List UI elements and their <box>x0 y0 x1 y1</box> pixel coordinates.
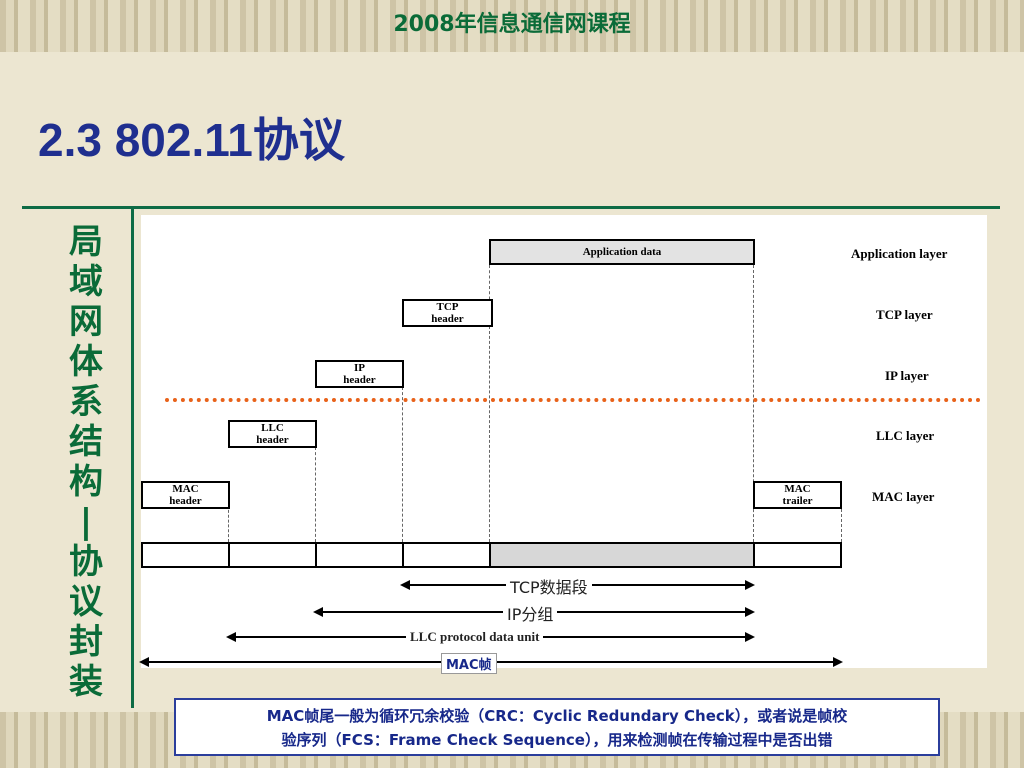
layer-label-tcp: TCP layer <box>876 307 933 322</box>
layer-label-mac: MAC layer <box>872 489 935 504</box>
tcp-segment-arrow: TCP数据段 <box>400 574 755 598</box>
guide-line <box>489 265 490 310</box>
mac-trailer-line2: trailer <box>782 495 813 507</box>
guide-line <box>228 505 229 542</box>
guide-line <box>841 509 842 542</box>
side-title-char: 装 <box>69 662 103 702</box>
ip-packet-label: IP分组 <box>503 601 558 625</box>
layer-label-llc: LLC layer <box>876 428 935 443</box>
encapsulation-diagram: Application data TCP header IP header LL… <box>139 215 987 674</box>
llc-header-line1: LLC <box>261 422 284 434</box>
tcp-segment-label: TCP数据段 <box>506 574 592 598</box>
guide-line <box>402 387 403 542</box>
frame-segment-ip-header <box>315 542 404 568</box>
llc-pdu-arrow: LLC protocol data unit <box>226 629 755 645</box>
frame-segment-tcp-header <box>402 542 491 568</box>
side-divider <box>131 206 134 708</box>
tcp-header-line2: header <box>431 313 464 325</box>
mac-trailer-box: MAC trailer <box>753 481 842 509</box>
course-title: 2008年信息通信网课程 <box>393 12 631 37</box>
arrow-left-icon <box>313 607 323 617</box>
mac-trailer-note: MAC帧尾一般为循环冗余校验（CRC：Cyclic Redundary Chec… <box>174 698 940 756</box>
side-title-char: 系 <box>69 382 103 422</box>
arrow-left-icon <box>226 632 236 642</box>
ip-header-line2: header <box>343 374 376 386</box>
note-line-1: MAC帧尾一般为循环冗余校验（CRC：Cyclic Redundary Chec… <box>266 707 848 725</box>
side-title-char: 结 <box>69 422 103 462</box>
frame-segment-mac-header <box>141 542 230 568</box>
llc-header-box: LLC header <box>228 420 317 448</box>
mac-frame-arrow: MAC帧 <box>139 653 843 674</box>
arrow-right-icon <box>745 580 755 590</box>
arrow-right-icon <box>745 607 755 617</box>
side-title-char: 体 <box>69 342 103 382</box>
mac-trailer-line1: MAC <box>784 483 811 495</box>
guide-line <box>315 447 316 542</box>
top-decorative-band <box>0 0 1024 52</box>
arrow-left-icon <box>139 657 149 667</box>
mac-frame-label: MAC帧 <box>441 653 497 674</box>
side-title-char: 网 <box>69 302 103 342</box>
layer-label-application: Application layer <box>851 246 948 261</box>
llc-pdu-label: LLC protocol data unit <box>406 629 544 645</box>
side-title-char: | <box>79 502 93 542</box>
side-title-char: 构 <box>69 462 103 502</box>
layer-separator-line <box>165 398 981 402</box>
frame-segment-app-data <box>489 542 755 568</box>
ip-packet-arrow: IP分组 <box>313 601 755 625</box>
application-data-box: Application data <box>489 239 755 265</box>
frame-segment-llc-header <box>228 542 317 568</box>
arrow-right-icon <box>745 632 755 642</box>
guide-line <box>489 326 490 542</box>
side-title: 局 域 网 体 系 结 构 | 协 议 封 装 <box>62 222 110 702</box>
note-line-2: 验序列（FCS：Frame Check Sequence），用来检测帧在传输过程… <box>281 731 833 749</box>
application-data-label: Application data <box>582 246 662 258</box>
guide-line <box>753 265 754 542</box>
llc-header-line2: header <box>256 434 289 446</box>
mac-header-box: MAC header <box>141 481 230 509</box>
mac-header-line2: header <box>169 495 202 507</box>
arrow-right-icon <box>833 657 843 667</box>
title-divider <box>22 206 1000 209</box>
side-title-char: 局 <box>69 222 103 262</box>
side-title-char: 议 <box>69 582 103 622</box>
frame-segment-mac-trailer <box>753 542 842 568</box>
side-title-char: 封 <box>69 622 103 662</box>
side-title-char: 协 <box>69 542 103 582</box>
ip-header-line1: IP <box>353 362 365 374</box>
ip-header-box: IP header <box>315 360 404 388</box>
slide-title: 2.3 802.11协议 <box>38 114 345 166</box>
tcp-header-box: TCP header <box>402 299 493 327</box>
tcp-header-line1: TCP <box>436 301 459 313</box>
side-title-char: 域 <box>69 262 103 302</box>
arrow-left-icon <box>400 580 410 590</box>
mac-header-line1: MAC <box>172 483 199 495</box>
layer-label-ip: IP layer <box>885 368 929 383</box>
